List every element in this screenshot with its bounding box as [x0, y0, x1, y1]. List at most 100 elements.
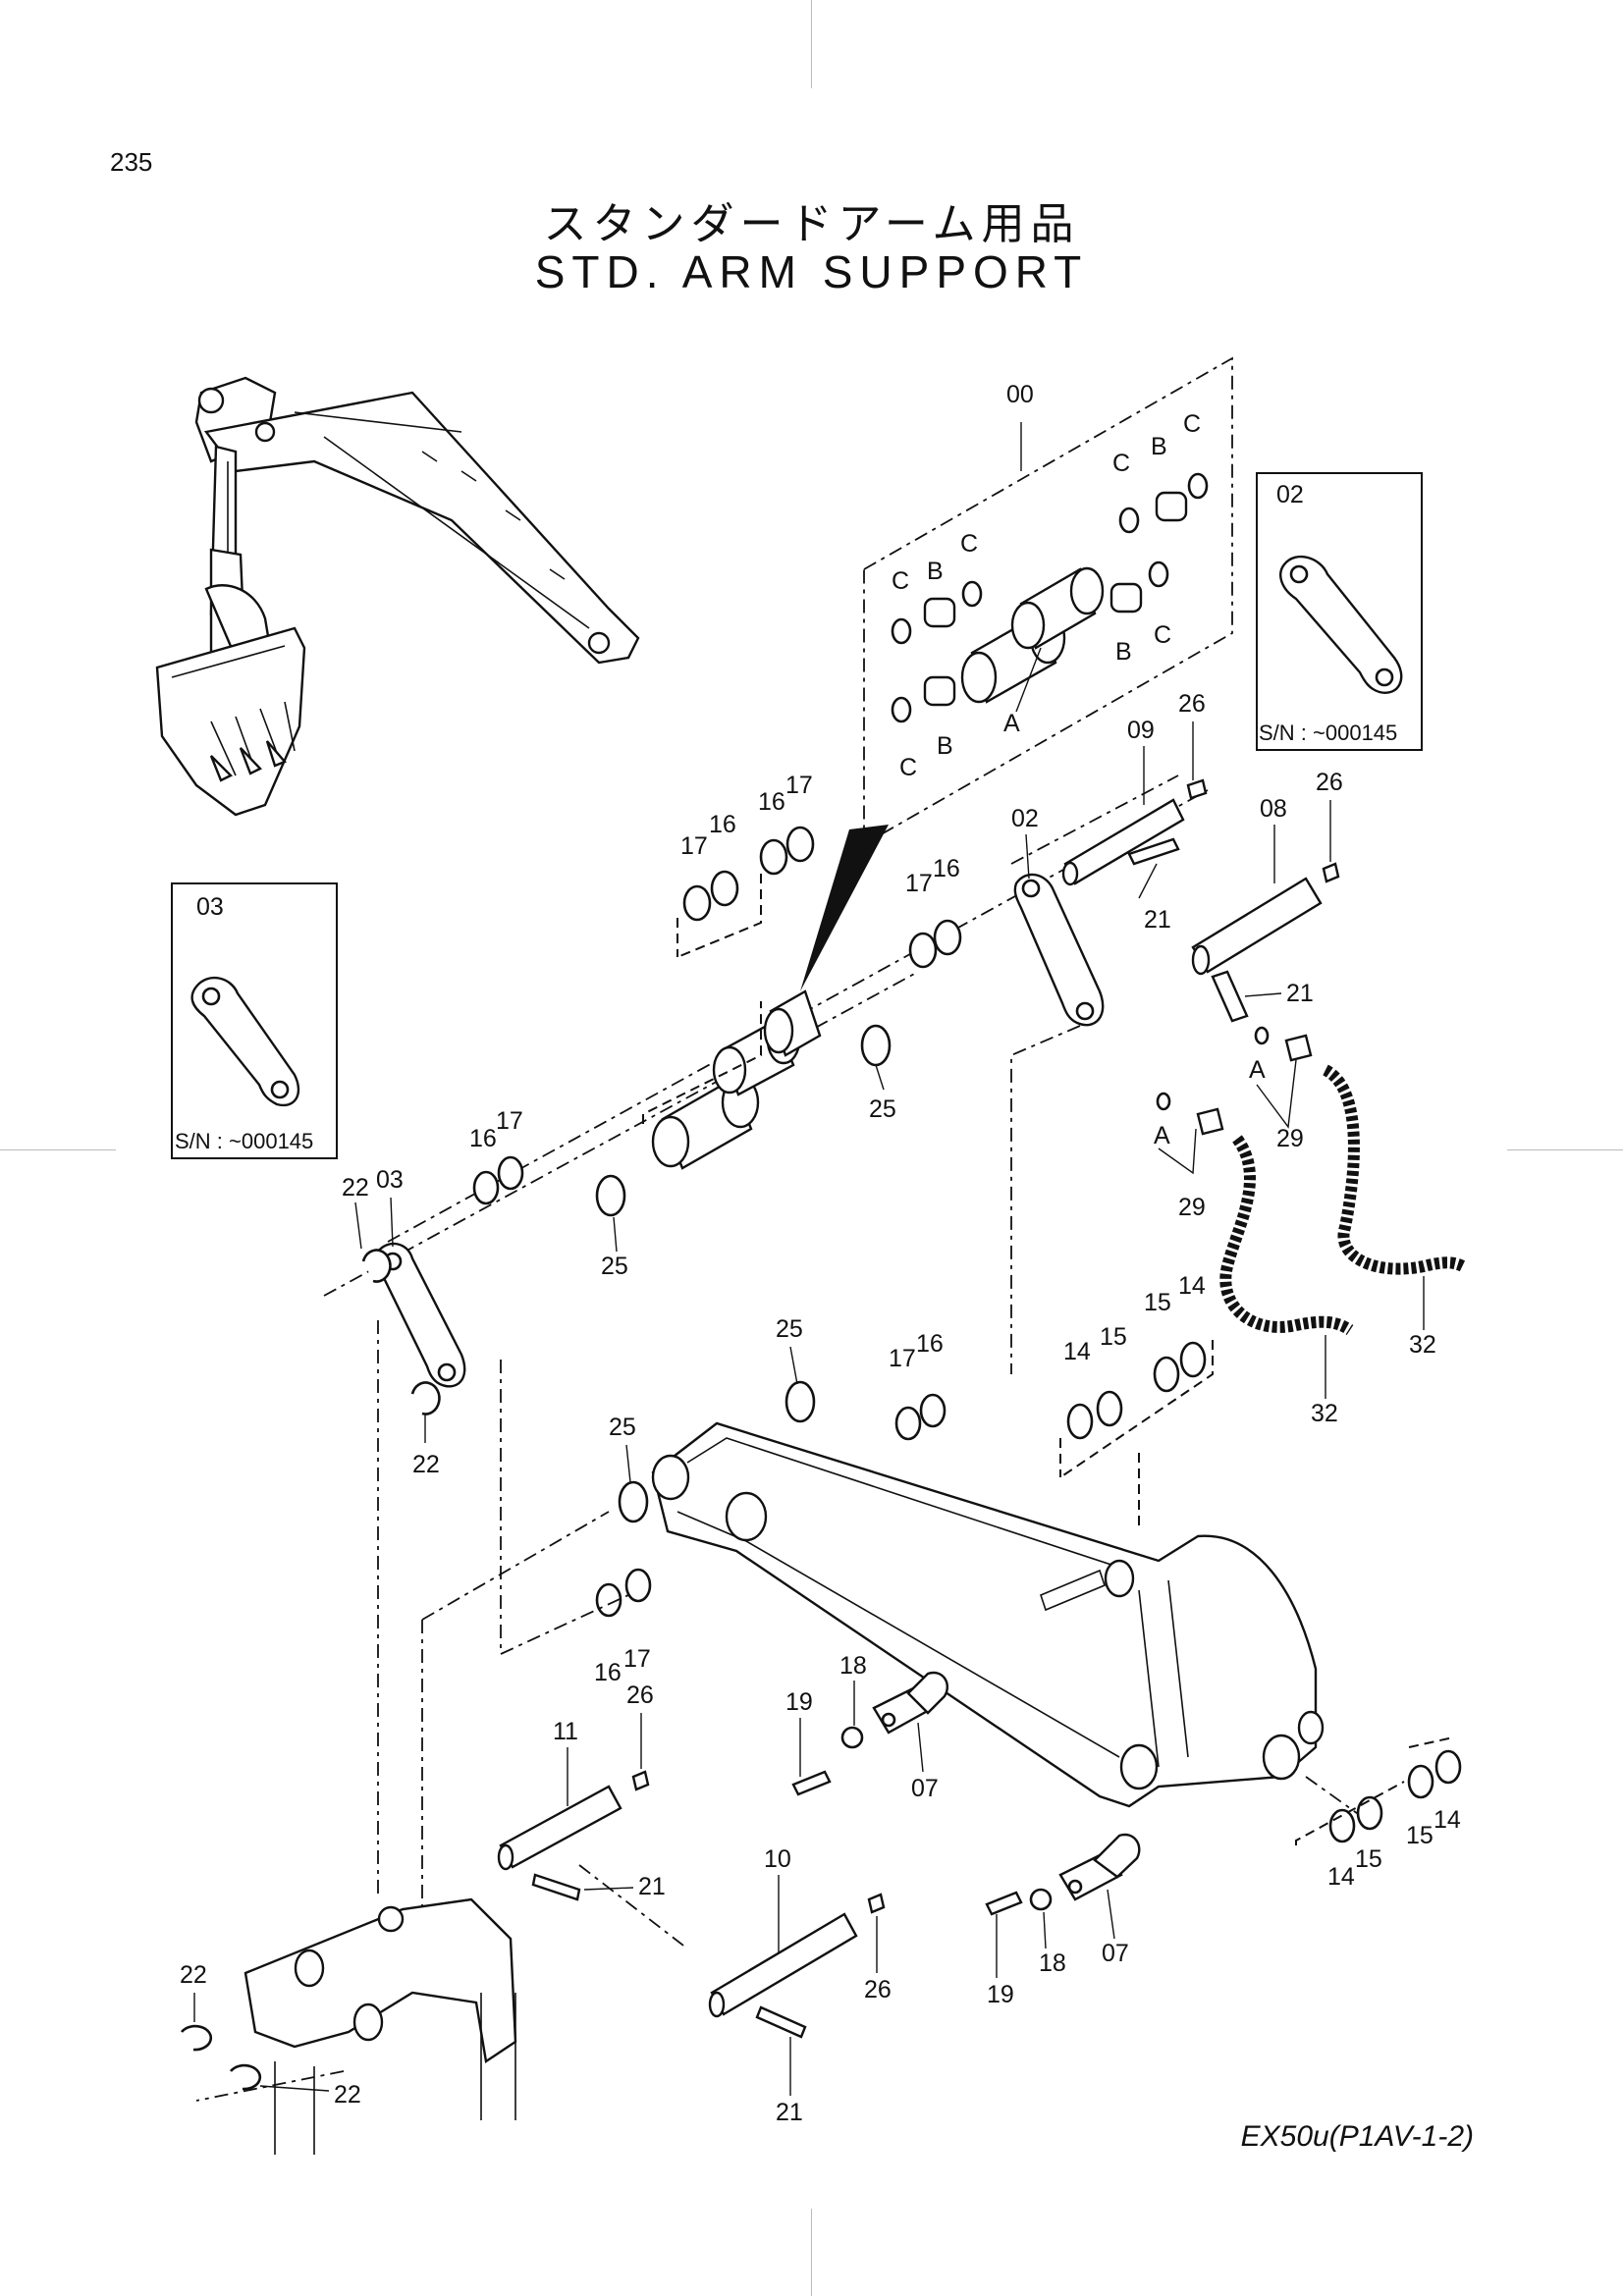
kit-label-B-2: B: [937, 732, 953, 760]
callout-19-a: 19: [785, 1688, 813, 1716]
washer-14-c: [1328, 1808, 1356, 1843]
callout-14-a: 14: [1063, 1338, 1091, 1365]
inset-02-serial-note: S/N : ~000145: [1259, 721, 1397, 745]
grease-fitting-26-c: [631, 1770, 650, 1791]
callout-07-a: 07: [911, 1775, 939, 1802]
callout-17-a: 17: [680, 832, 708, 860]
kit-label-B-3: B: [1115, 638, 1132, 666]
washer-18-b: [1029, 1888, 1053, 1911]
callout-32-a: 32: [1409, 1331, 1436, 1359]
crop-mark-top: [811, 0, 812, 88]
inset-03-serial-note: S/N : ~000145: [175, 1129, 313, 1153]
snap-ring-22-b: [410, 1381, 441, 1415]
callout-14-b: 14: [1178, 1272, 1206, 1300]
callout-21-d: 21: [776, 2099, 803, 2126]
callout-25-a: 25: [869, 1095, 896, 1123]
callout-21-c: 21: [638, 1873, 666, 1900]
footer-model-code: EX50u(P1AV-1-2): [1240, 2120, 1474, 2153]
callout-18-a: 18: [839, 1652, 867, 1680]
kit-label-B-4: B: [1151, 433, 1167, 460]
callout-10: 10: [764, 1845, 791, 1873]
pin-09: [1061, 798, 1185, 886]
callout-02: 02: [1011, 805, 1039, 832]
kit-label-C-5: C: [1112, 450, 1130, 477]
shim-C-set: [891, 472, 1209, 723]
washer-14-a: [1066, 1403, 1094, 1440]
callout-15-b: 15: [1144, 1289, 1171, 1316]
callout-18-b: 18: [1039, 1949, 1066, 1977]
callout-21-a: 21: [1144, 906, 1171, 934]
callout-17-d: 17: [496, 1107, 523, 1135]
bolt-19-b: [985, 1891, 1023, 1916]
pin-07-lower: [1058, 1833, 1141, 1901]
bushing-kit-00-group: 00 A B B B B C: [863, 356, 1233, 846]
washer-16-f: [595, 1582, 622, 1618]
kit-label-C-6: C: [1183, 410, 1201, 438]
grease-fitting-26-b: [1322, 862, 1340, 883]
washer-14-d: [1434, 1749, 1462, 1785]
callout-03: 03: [376, 1166, 404, 1194]
callout-25-c: 25: [776, 1315, 803, 1343]
bolt-19-a: [791, 1770, 832, 1796]
callout-15-c: 15: [1355, 1845, 1382, 1873]
washer-16-d: [472, 1170, 500, 1205]
callout-07-b: 07: [1102, 1940, 1129, 1967]
main-bushings: [651, 989, 822, 1170]
callout-11: 11: [553, 1718, 578, 1745]
pin-08: [1191, 877, 1323, 1023]
callout-19-b: 19: [987, 1981, 1014, 2008]
snap-ring-25-c: [784, 1380, 816, 1423]
callout-08: 08: [1260, 795, 1287, 823]
callout-00: 00: [1006, 381, 1034, 408]
washer-17-c: [908, 932, 938, 969]
callout-17-e: 17: [889, 1345, 916, 1372]
callout-14-c: 14: [1327, 1863, 1355, 1891]
callout-A-b: A: [1154, 1122, 1170, 1149]
bushing-B-set: [923, 491, 1188, 707]
callout-26-d: 26: [864, 1976, 892, 2003]
snap-ring-22-a: [361, 1249, 392, 1283]
inset-box-03: [171, 882, 338, 1159]
callout-22-a: 22: [342, 1174, 369, 1201]
washer-15-a: [1096, 1390, 1123, 1427]
kit-label-C-2: C: [960, 530, 978, 558]
bushing-A: [960, 566, 1105, 704]
washer-15-c: [1356, 1795, 1383, 1831]
callout-15-d: 15: [1406, 1822, 1434, 1849]
washer-16-c: [933, 919, 962, 956]
washer-16-e: [919, 1393, 947, 1428]
washer-15-b: [1153, 1356, 1180, 1393]
callout-26-c: 26: [626, 1682, 654, 1709]
kit-label-C-3: C: [899, 754, 917, 781]
washer-15-d: [1407, 1764, 1434, 1799]
bucket-linkage: [243, 1897, 517, 2155]
callout-29-a: 29: [1276, 1125, 1304, 1152]
washer-17-f: [624, 1568, 652, 1603]
arm-body: [651, 1421, 1325, 1808]
excavator-overview-illustration: [155, 376, 640, 817]
kit-label-C-4: C: [1154, 621, 1171, 649]
callout-22-b: 22: [412, 1451, 440, 1478]
callout-32-b: 32: [1311, 1400, 1338, 1427]
callout-14-d: 14: [1434, 1806, 1461, 1834]
crop-mark-left: [0, 1149, 116, 1150]
page-title-japanese: スタンダードアーム用品: [543, 199, 1080, 249]
pin-10: [708, 1912, 858, 2039]
callout-16-a: 16: [709, 811, 736, 838]
o-ring-A-b: [1156, 1092, 1171, 1111]
snap-ring-25-d: [618, 1480, 649, 1523]
callout-16-c: 16: [933, 855, 960, 882]
kit-label-A: A: [1003, 710, 1020, 737]
callout-22-d: 22: [334, 2081, 361, 2109]
callout-16-d: 16: [469, 1125, 497, 1152]
inset-box-02: [1256, 472, 1423, 751]
pin-11: [497, 1785, 622, 1901]
snap-ring-22-d: [229, 2063, 262, 2091]
callout-22-c: 22: [180, 1961, 207, 1989]
kit-pointer: [800, 825, 889, 991]
inset-03-part-label: 03: [196, 893, 224, 921]
washer-17-e: [894, 1406, 922, 1441]
pin-07-upper: [872, 1671, 949, 1735]
grease-fitting-26-d: [867, 1893, 886, 1914]
